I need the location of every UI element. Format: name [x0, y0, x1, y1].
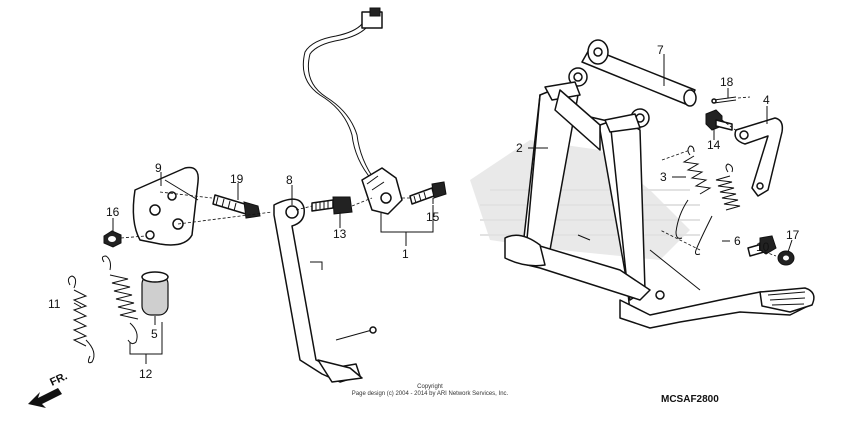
callout-9: 9	[155, 161, 162, 175]
callout-15: 15	[426, 210, 440, 224]
bracket-part-9	[132, 166, 199, 246]
callout-3: 3	[660, 170, 667, 184]
alignment-lines	[120, 96, 777, 257]
side-stand-part-8	[273, 198, 377, 383]
leader-lines	[73, 54, 793, 364]
callout-6: 6	[734, 234, 741, 248]
callout-16: 16	[106, 205, 120, 219]
bolt-part-14	[705, 109, 733, 131]
callout-18: 18	[720, 75, 734, 89]
arrow-icon	[28, 388, 62, 408]
diagram-code: MCSAF2800	[661, 394, 719, 405]
callout-5: 5	[151, 327, 158, 341]
front-direction-arrow: FR.	[28, 370, 69, 408]
copyright-notice: Copyright Page design (c) 2004 - 2014 by…	[300, 384, 560, 398]
nut-part-16	[103, 230, 122, 248]
callout-7: 7	[657, 43, 664, 57]
washer-part-17	[777, 250, 795, 266]
bolt-part-19	[212, 194, 261, 219]
callout-19: 19	[230, 172, 244, 186]
callout-8: 8	[286, 173, 293, 187]
callout-11: 11	[48, 297, 61, 311]
switch-part-1	[302, 7, 403, 215]
callout-1: 1	[402, 247, 409, 261]
callout-17: 17	[786, 228, 800, 242]
callout-2: 2	[516, 141, 523, 155]
bolt-part-10	[747, 235, 777, 257]
spring-part-11	[67, 275, 95, 364]
bolt-part-13	[311, 196, 353, 215]
callout-numbers: 1 2 3 4 5 6 7 8 9 10 11 12 13 14 15 16 1…	[48, 43, 800, 381]
callout-10: 10	[756, 240, 770, 254]
bolt-part-15	[409, 181, 447, 205]
callout-14: 14	[707, 138, 721, 152]
direction-label: FR.	[48, 370, 69, 388]
spring-part-3	[675, 145, 712, 239]
pivot-pipe-part-7	[581, 39, 697, 107]
callout-13: 13	[333, 227, 347, 241]
main-stand-part-2	[504, 67, 815, 329]
rubber-part-5	[141, 271, 169, 316]
callout-12: 12	[139, 367, 153, 381]
spring-part-12	[101, 255, 139, 345]
copyright-line-2: Page design (c) 2004 - 2014 by ARI Netwo…	[351, 391, 509, 397]
bracket-part-4	[734, 117, 784, 197]
callout-4: 4	[763, 93, 770, 107]
spring-part-6	[695, 163, 741, 255]
cotter-pin-part-18	[711, 96, 737, 104]
copyright-line-1: Copyright	[417, 384, 443, 390]
